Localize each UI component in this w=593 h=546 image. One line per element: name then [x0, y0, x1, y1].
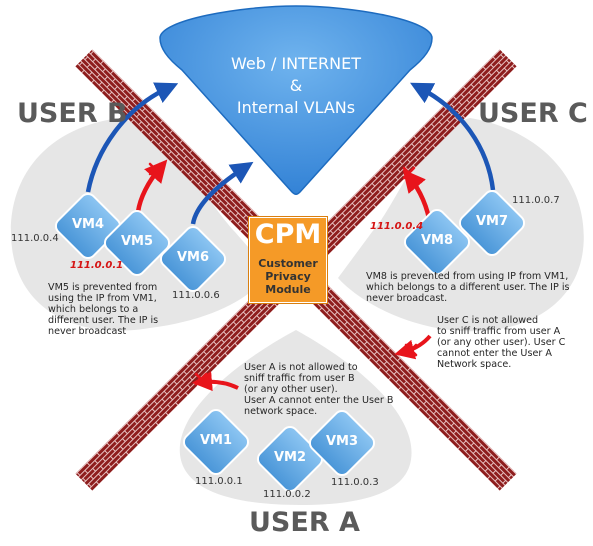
vm2-node[interactable]: [255, 424, 326, 495]
vm5-note-line: using the IP from VM1,: [48, 293, 157, 304]
vm6-label: VM6: [176, 250, 210, 265]
vm7-ip: 111.0.0.7: [512, 195, 560, 206]
vm8-ip: 111.0.0.4: [370, 221, 424, 232]
vm5-note-line: never broadcast: [48, 326, 127, 337]
user-c-note-line: cannot enter the User A: [437, 348, 552, 359]
cpm-title: CPM: [254, 219, 322, 250]
vm5-note-line: VM5 is prevented from: [48, 282, 158, 293]
vm2-label: VM2: [273, 450, 307, 465]
vm1-ip: 111.0.0.1: [195, 476, 243, 487]
vm8-node[interactable]: [402, 207, 473, 278]
cpm-module[interactable]: CPM Customer Privacy Module: [248, 216, 328, 304]
vm6-node[interactable]: [158, 224, 229, 295]
internet-vlans: Internal VLANs: [236, 98, 356, 117]
vm6-ip: 111.0.0.6: [172, 290, 220, 301]
vm-diamonds: [54, 188, 528, 495]
vm2-ip: 111.0.0.2: [263, 489, 311, 500]
vm5-note-line: different user. The IP is: [48, 315, 159, 326]
vm4-ip: 111.0.0.4: [11, 233, 59, 244]
vm1-label: VM1: [199, 433, 233, 448]
cpm-line-module: Module: [265, 283, 311, 296]
user-a-note: User A is not allowed to sniff traffic f…: [244, 362, 393, 417]
vm3-label: VM3: [325, 434, 359, 449]
vm8-note-line: VM8 is prevented from using IP from VM1,: [366, 271, 569, 282]
vm5-note-line: which belongs to a: [48, 304, 139, 315]
user-c-note-line: User C is not allowed: [437, 315, 539, 326]
vm1-node[interactable]: [181, 407, 252, 478]
vm3-ip: 111.0.0.3: [331, 477, 379, 488]
user-a-note-line: (or any other user).: [244, 384, 338, 395]
vm5-note: VM5 is prevented from using the IP from …: [48, 282, 158, 337]
vm7-node[interactable]: [457, 188, 528, 259]
user-c-note-line: (or any other user). User C: [437, 337, 566, 348]
vm8-note-line: which belongs to a different user. The I…: [366, 282, 570, 293]
internet-title: Web / INTERNET: [231, 54, 361, 73]
internet-cloud: [159, 5, 433, 195]
user-c-note: User C is not allowed to sniff traffic f…: [437, 315, 565, 370]
vm3-node[interactable]: [307, 408, 378, 479]
vm5-label: VM5: [120, 234, 154, 249]
vm6-uplink-arrow: [190, 161, 254, 225]
user-a-note-line: User A is not allowed to: [244, 362, 358, 373]
vm7-label: VM7: [475, 214, 509, 229]
user-c-label: USER C: [478, 98, 588, 129]
user-b-label: USER B: [17, 98, 128, 129]
vm4-uplink-arrow: [85, 82, 179, 193]
user-c-note-line: to sniff traffic from user A: [437, 326, 561, 337]
user-a-label: USER A: [249, 507, 360, 538]
vm8-note-line: never broadcast.: [366, 293, 448, 304]
internet-ampersand: &: [289, 76, 303, 95]
cpm-line-privacy: Privacy: [265, 270, 311, 283]
block-x-icon: [148, 162, 418, 386]
vm8-note: VM8 is prevented from using IP from VM1,…: [366, 271, 570, 304]
vm5-node[interactable]: [102, 208, 173, 279]
vm7-uplink-arrow: [410, 82, 496, 191]
user-c-blocked-arrow: [394, 334, 432, 360]
cpm-line-customer: Customer: [258, 257, 318, 270]
vm5-ip: 111.0.0.1: [70, 260, 124, 271]
vm8-label: VM8: [420, 233, 454, 248]
user-a-note-line: sniff traffic from user B: [244, 373, 355, 384]
vm4-label: VM4: [71, 217, 105, 232]
user-c-note-line: Network space.: [437, 359, 512, 370]
user-a-note-line: User A cannot enter the User B: [244, 395, 394, 406]
user-a-note-line: network space.: [244, 406, 318, 417]
